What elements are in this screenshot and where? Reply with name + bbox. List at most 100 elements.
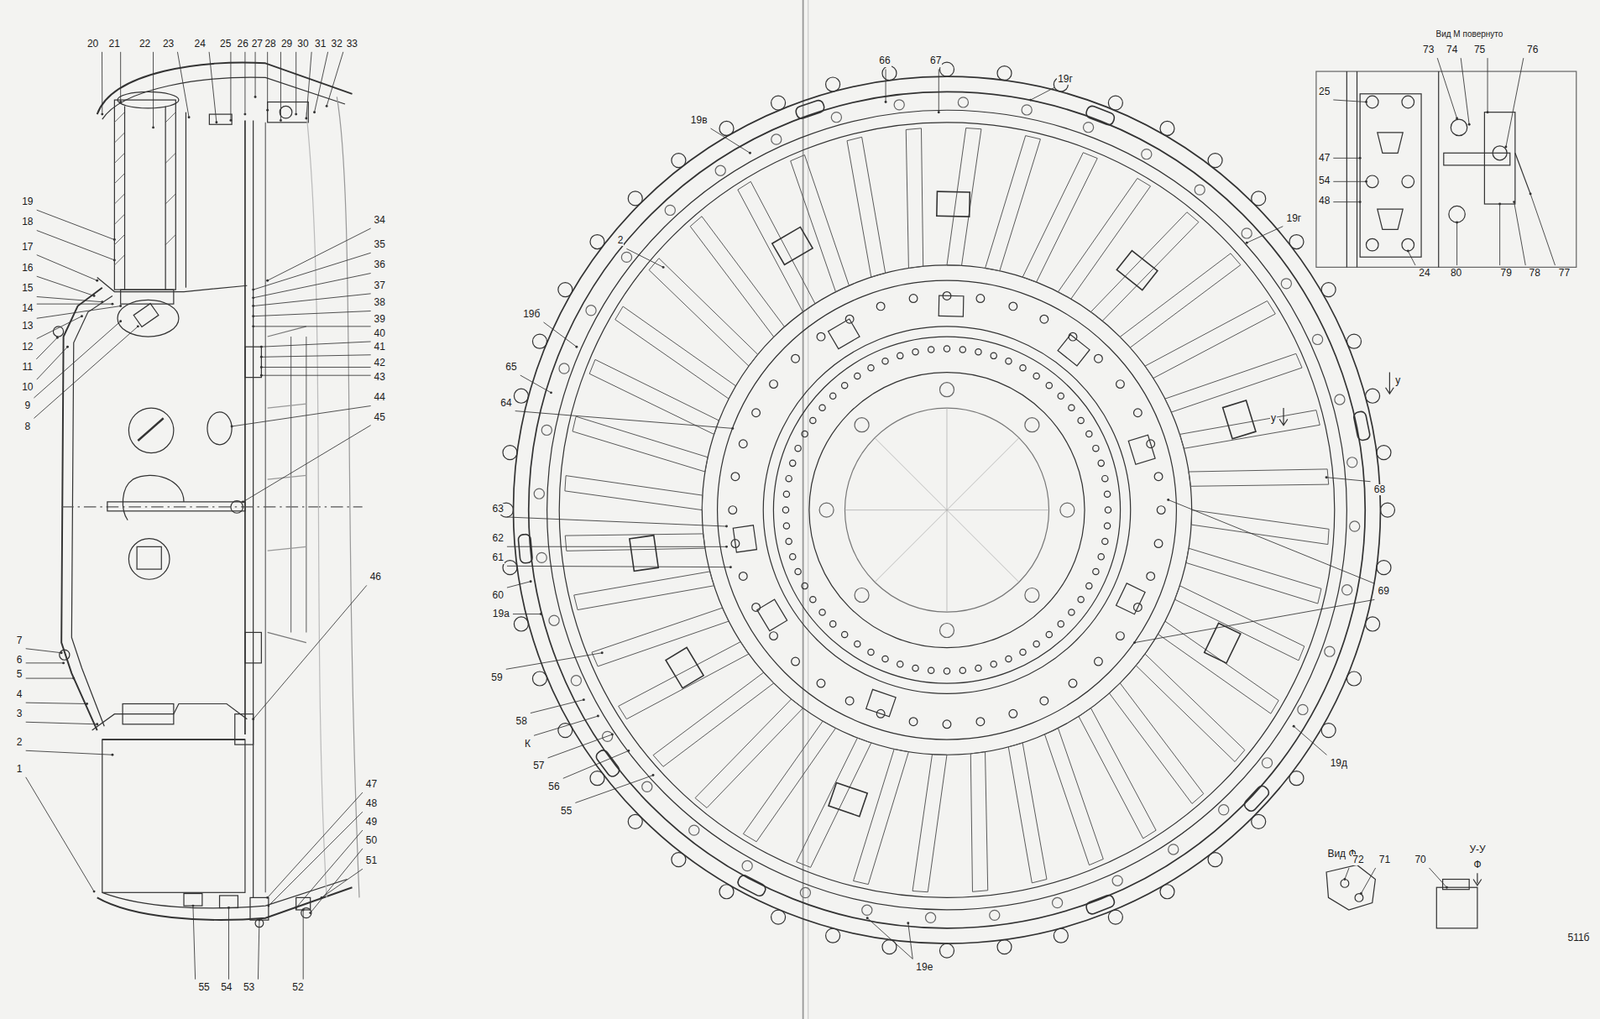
leader-line [506, 653, 602, 670]
view-m-inset [1316, 71, 1577, 267]
leader-line [36, 306, 121, 319]
leader-line [33, 326, 138, 419]
callout-number: 78 [1528, 267, 1542, 279]
callout-number: у [1270, 413, 1277, 424]
leader-line [242, 425, 371, 502]
leader-line [1407, 250, 1416, 266]
leader-line [36, 303, 113, 305]
leader-line [1505, 57, 1524, 147]
callout-number: 12 [20, 341, 34, 353]
callout-number: 60 [491, 590, 505, 602]
leader-line [1333, 201, 1360, 203]
callout-number: Вид М повернуто [1434, 29, 1504, 39]
callout-number: 49 [365, 816, 378, 828]
leader-line [1460, 57, 1470, 125]
callout-number: 10 [20, 381, 34, 393]
callout-number: 37 [373, 280, 387, 292]
callout-number: 22 [138, 38, 152, 50]
leader-line [36, 346, 68, 380]
leader-line [1429, 867, 1448, 888]
leader-line [33, 321, 121, 398]
leader-line [520, 375, 552, 393]
callout-number: 79 [1499, 267, 1512, 279]
leader-line [908, 923, 913, 960]
callout-number: 55 [559, 805, 573, 817]
leader-line [193, 905, 196, 980]
callout-number: 19г [1056, 73, 1074, 85]
leader-line [280, 52, 282, 121]
leader-line [36, 276, 95, 296]
leader-line [326, 52, 344, 107]
callout-number: 39 [373, 313, 387, 325]
callout-number: 80 [1449, 267, 1463, 279]
leader-line [36, 296, 103, 302]
leader-line [512, 613, 541, 615]
leader-line [26, 662, 64, 664]
callout-number: К [523, 738, 532, 750]
section-view [52, 62, 362, 927]
leader-line [1293, 726, 1327, 755]
callout-number: 54 [219, 982, 233, 994]
callout-number: 19 [20, 196, 34, 208]
callout-number: 9 [23, 400, 32, 412]
leader-line [26, 721, 98, 725]
callout-number: 20 [86, 38, 100, 50]
callout-number: 6 [15, 654, 24, 666]
leader-line [885, 68, 887, 102]
leader-line [507, 517, 727, 527]
view-f [1326, 865, 1482, 929]
callout-number: 19в [690, 115, 709, 126]
callout-number: 25 [219, 38, 232, 50]
leader-line [507, 581, 531, 588]
callout-number: 56 [547, 781, 560, 793]
callout-number: 1 [15, 763, 24, 775]
callout-number: 48 [365, 798, 378, 810]
leader-line [26, 750, 113, 755]
leader-line [1333, 157, 1360, 159]
leader-line [507, 546, 727, 548]
callout-number: 17 [20, 241, 34, 253]
callout-number: Ф [1473, 859, 1483, 871]
callout-number: 52 [291, 982, 304, 994]
leader-line [310, 848, 363, 914]
callout-number: 63 [491, 503, 505, 515]
leader-line [267, 792, 363, 898]
callout-number: 16 [20, 262, 34, 274]
callout-number: 32 [329, 38, 343, 50]
leader-line [1514, 202, 1527, 266]
callout-number: 19а [491, 608, 511, 620]
callout-number: 47 [365, 779, 378, 790]
leader-line [231, 406, 372, 427]
leader-line [253, 273, 372, 299]
leader-line [36, 230, 116, 260]
callout-number: 19б [522, 308, 541, 320]
callout-number: 30 [296, 38, 309, 50]
leader-line [1326, 477, 1371, 482]
leader-line [1437, 57, 1457, 119]
leader-line [1530, 193, 1555, 266]
leader-line [295, 52, 297, 115]
leader-line [266, 52, 268, 110]
callout-number: 15 [20, 282, 34, 294]
callout-number: 62 [491, 533, 505, 544]
leader-line [261, 355, 371, 358]
callout-number: 57 [532, 760, 545, 772]
callout-number: 34 [373, 214, 387, 226]
leader-line [1344, 867, 1350, 880]
leader-line [1030, 87, 1055, 100]
callout-number: 58 [514, 716, 528, 727]
callout-number: 24 [193, 38, 207, 50]
callout-number: 64 [499, 397, 513, 409]
callout-number: 31 [313, 38, 327, 50]
leader-line [36, 316, 83, 340]
callout-number: 53 [242, 982, 256, 994]
callout-number: 11 [21, 361, 34, 373]
leader-line [626, 248, 664, 267]
callout-number: 46 [369, 571, 382, 583]
leader-line [938, 68, 940, 112]
leader-line [533, 716, 598, 736]
leader-line [711, 128, 751, 153]
callout-number: 68 [1373, 484, 1386, 496]
